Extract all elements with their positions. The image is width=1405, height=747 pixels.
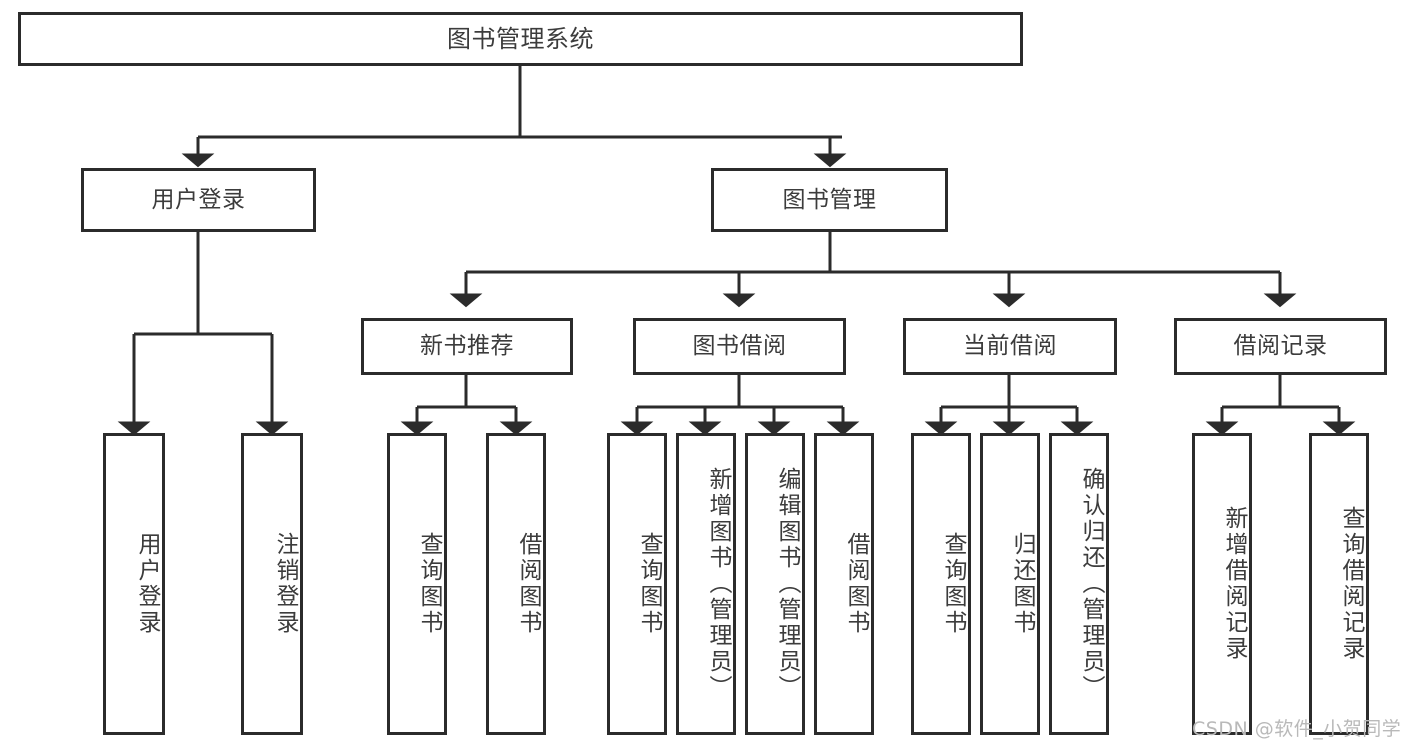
node-leaf-return-book[interactable]: 归还图书	[980, 433, 1040, 735]
node-leaf-query-book-current[interactable]: 查询图书	[911, 433, 971, 735]
node-label: 用户登录	[134, 532, 160, 636]
node-borrow-record[interactable]: 借阅记录	[1174, 318, 1387, 375]
node-book-borrow[interactable]: 图书借阅	[633, 318, 846, 375]
node-label: 查询图书	[416, 532, 442, 636]
node-label: 借阅图书	[843, 532, 869, 636]
node-label: 当前借阅	[963, 333, 1057, 360]
node-label: 借阅图书	[515, 532, 541, 636]
node-new-book-recommend[interactable]: 新书推荐	[361, 318, 573, 375]
node-label: 图书管理系统	[447, 25, 594, 53]
node-leaf-add-borrow-record[interactable]: 新增借阅记录	[1192, 433, 1252, 735]
node-leaf-query-book-borrow[interactable]: 查询图书	[607, 433, 667, 735]
node-label: 编辑图书（管理员）	[774, 467, 800, 701]
node-leaf-borrow-book-recommend[interactable]: 借阅图书	[486, 433, 546, 735]
node-label: 图书借阅	[692, 333, 787, 360]
node-leaf-add-book[interactable]: 新增图书（管理员）	[676, 433, 736, 735]
node-leaf-query-book-recommend[interactable]: 查询图书	[387, 433, 447, 735]
node-label: 归还图书	[1009, 532, 1035, 636]
node-leaf-logout-login[interactable]: 注销登录	[241, 433, 303, 735]
node-label: 注销登录	[272, 532, 298, 636]
node-label: 借阅记录	[1233, 333, 1328, 360]
node-leaf-borrow-book[interactable]: 借阅图书	[814, 433, 874, 735]
node-label: 新增图书（管理员）	[705, 467, 731, 701]
node-leaf-confirm-return[interactable]: 确认归还（管理员）	[1049, 433, 1109, 735]
node-label: 用户登录	[151, 186, 246, 213]
node-book-management[interactable]: 图书管理	[711, 168, 948, 232]
node-label: 确认归还（管理员）	[1078, 467, 1104, 701]
node-label: 查询借阅记录	[1338, 506, 1364, 662]
node-user-login[interactable]: 用户登录	[81, 168, 316, 232]
csdn-watermark: CSDN @软件_小贺同学	[1192, 718, 1402, 740]
node-leaf-query-borrow-record[interactable]: 查询借阅记录	[1309, 433, 1369, 735]
node-label: 新增借阅记录	[1221, 506, 1247, 662]
node-label: 新书推荐	[420, 333, 514, 360]
node-current-borrow[interactable]: 当前借阅	[903, 318, 1117, 375]
node-label: 查询图书	[940, 532, 966, 636]
node-leaf-edit-book[interactable]: 编辑图书（管理员）	[745, 433, 805, 735]
node-leaf-user-login[interactable]: 用户登录	[103, 433, 165, 735]
node-root-system[interactable]: 图书管理系统	[18, 12, 1023, 66]
node-label: 查询图书	[636, 532, 662, 636]
node-label: 图书管理	[782, 186, 877, 213]
